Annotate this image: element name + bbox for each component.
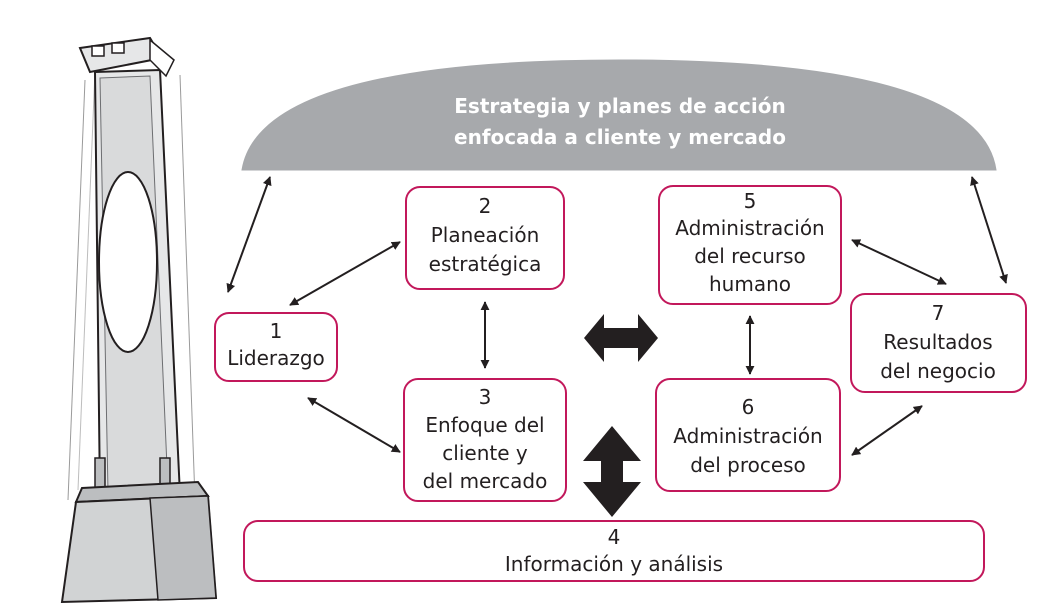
box-recurso-humano: 5 Administración del recurso humano — [658, 185, 842, 305]
box-6-line-1: Administración — [673, 424, 823, 448]
box-3-line-3: del mercado — [423, 469, 548, 493]
box-proceso: 6 Administración del proceso — [655, 378, 841, 492]
box-3-number: 3 — [479, 385, 492, 409]
box-3-line-1: Enfoque del — [425, 413, 544, 437]
box-2-number: 2 — [479, 194, 492, 218]
box-4-label: Información y análisis — [505, 552, 723, 576]
block-arrow-horizontal — [584, 314, 658, 362]
box-7-line-2: del negocio — [880, 359, 996, 383]
box-6-line-2: del proceso — [690, 453, 806, 477]
box-informacion: 4 Información y análisis — [243, 520, 985, 582]
box-5-number: 5 — [744, 189, 757, 213]
box-1-label: Liderazgo — [227, 346, 325, 370]
box-1-number: 1 — [270, 319, 283, 343]
box-liderazgo: 1 Liderazgo — [214, 312, 338, 382]
box-6-number: 6 — [742, 395, 755, 419]
box-resultados: 7 Resultados del negocio — [850, 293, 1027, 393]
arrow-recurso-resultados — [851, 239, 947, 285]
box-2-line-1: Planeación — [431, 223, 540, 247]
strategy-banner: Estrategia y planes de acción enfocada a… — [241, 59, 997, 171]
box-5-line-1: Administración — [675, 216, 825, 240]
banner-line-2: enfocada a cliente y mercado — [454, 125, 786, 149]
arrow-banner-resultados — [970, 176, 1008, 284]
arrow-liderazgo-planeacion — [289, 241, 401, 306]
arrow-banner-liderazgo — [226, 176, 272, 293]
box-3-line-2: cliente y — [442, 441, 528, 465]
box-planeacion: 2 Planeación estratégica — [405, 186, 565, 290]
arrow-proceso-resultados — [851, 405, 923, 456]
box-7-line-1: Resultados — [883, 330, 992, 354]
box-5-line-3: humano — [709, 272, 791, 296]
box-5-line-2: del recurso — [694, 244, 806, 268]
block-arrow-vertical — [583, 426, 641, 517]
box-4-number: 4 — [608, 525, 621, 549]
box-enfoque: 3 Enfoque del cliente y del mercado — [403, 378, 567, 502]
box-7-number: 7 — [932, 301, 945, 325]
trophy-illustration — [60, 36, 218, 604]
arrow-liderazgo-enfoque — [307, 397, 401, 453]
banner-line-1: Estrategia y planes de acción — [454, 94, 785, 118]
connector-arrows — [226, 176, 1008, 456]
box-2-line-2: estratégica — [429, 252, 542, 276]
